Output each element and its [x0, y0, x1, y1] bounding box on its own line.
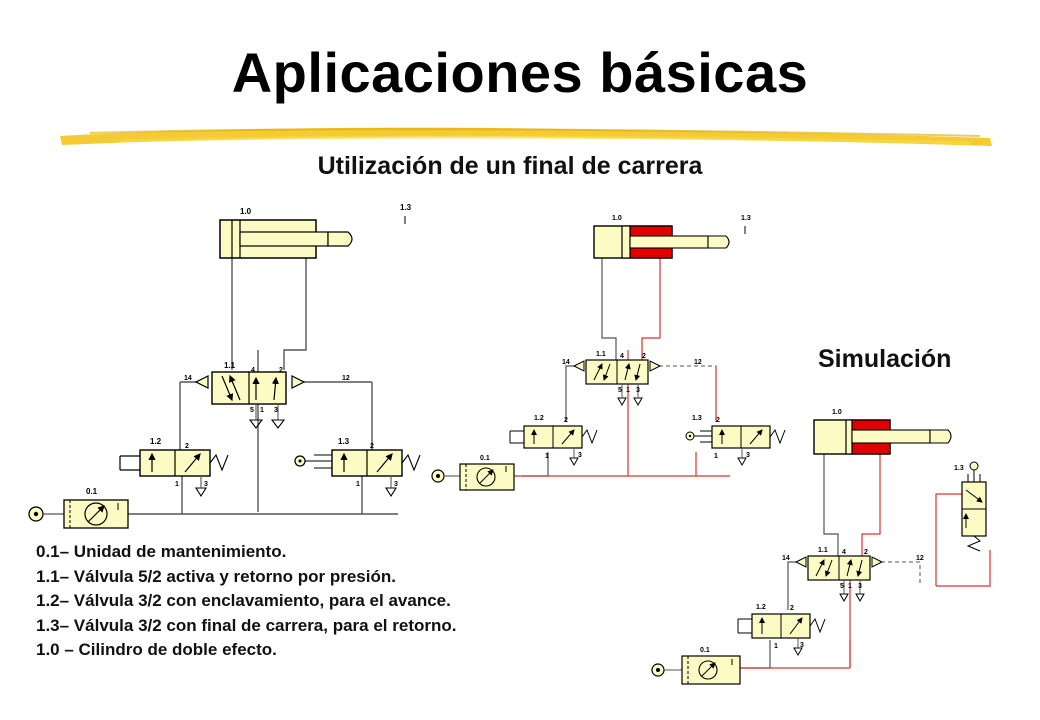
cylinder	[593, 225, 730, 259]
port-2: 2	[716, 417, 720, 424]
valve-3-2-limit	[961, 461, 987, 552]
circuit-diagram-1: 1.0 1.3 1.1 4 2 14 12 5 1 3	[28, 203, 421, 529]
label-valve-5-2: 1.1	[818, 547, 828, 554]
label-cylinder: 1.0	[832, 409, 842, 416]
label-maintenance-unit: 0.1	[700, 647, 710, 654]
port-2: 2	[185, 443, 189, 450]
legend-item: 1.3– Válvula 3/2 con final de carrera, p…	[36, 615, 457, 635]
port-12: 12	[694, 359, 702, 366]
circuit-diagram-2: 1.0 1.3 1.1 4 2 14 12 5 1 3	[431, 215, 786, 491]
cylinder	[813, 419, 952, 455]
port-1: 1	[714, 453, 718, 460]
port-5: 5	[618, 387, 622, 394]
label-limit-switch-ref: 1.3	[400, 203, 412, 212]
label-valve-3-2-start: 1.2	[534, 415, 544, 422]
port-1: 1	[356, 481, 360, 488]
label-cylinder: 1.0	[612, 215, 622, 222]
simulation-label: Simulación	[818, 345, 952, 373]
port-3: 3	[394, 481, 398, 488]
page-title: Aplicaciones básicas	[231, 41, 809, 104]
label-valve-3-2-limit: 1.3	[692, 415, 702, 422]
port-3: 3	[274, 407, 278, 414]
valve-5-2	[572, 359, 662, 407]
label-valve-5-2: 1.1	[224, 361, 236, 370]
port-5: 5	[250, 407, 254, 414]
component-legend: 0.1– Unidad de mantenimiento. 1.1– Válvu…	[36, 540, 456, 663]
legend-item: 1.0 – Cilindro de doble efecto.	[36, 640, 277, 659]
port-4: 4	[842, 549, 846, 556]
label-valve-3-2-limit: 1.3	[954, 465, 964, 472]
port-1: 1	[626, 387, 630, 394]
port-2: 2	[564, 417, 568, 424]
valve-3-2-start	[119, 449, 229, 498]
port-14: 14	[562, 359, 570, 366]
maintenance-unit	[431, 463, 515, 491]
port-5: 5	[840, 583, 844, 590]
valve-3-2-start	[509, 425, 598, 467]
port-1: 1	[260, 407, 264, 414]
valve-5-2	[794, 555, 884, 603]
label-maintenance-unit: 0.1	[86, 487, 98, 496]
port-3: 3	[204, 481, 208, 488]
port-1: 1	[774, 643, 778, 650]
label-valve-5-2: 1.1	[596, 351, 606, 358]
label-valve-3-2-limit: 1.3	[338, 437, 350, 446]
legend-item: 0.1– Unidad de mantenimiento.	[36, 542, 287, 561]
port-4: 4	[620, 353, 624, 360]
port-3: 3	[746, 452, 750, 459]
port-2: 2	[790, 605, 794, 612]
label-limit-switch-ref: 1.3	[741, 215, 751, 222]
port-1: 1	[848, 583, 852, 590]
cylinder	[219, 219, 353, 259]
valve-3-2-limit	[294, 449, 421, 498]
port-1: 1	[175, 481, 179, 488]
port-12: 12	[916, 555, 924, 562]
circuit-diagram-3-simulation: 1.0 1.3 1.1 4 2 1	[651, 409, 991, 685]
port-3: 3	[636, 387, 640, 394]
port-2: 2	[279, 367, 283, 374]
maintenance-unit	[651, 655, 741, 685]
valve-5-2	[194, 371, 306, 429]
port-3: 3	[858, 583, 862, 590]
valve-3-2-limit	[685, 425, 786, 467]
label-valve-3-2-start: 1.2	[756, 604, 766, 611]
label-cylinder: 1.0	[240, 207, 252, 216]
diagram-subtitle: Utilización de un final de carrera	[317, 152, 703, 180]
port-14: 14	[782, 555, 790, 562]
port-3: 3	[578, 452, 582, 459]
port-3: 3	[800, 642, 804, 649]
port-12: 12	[342, 375, 350, 382]
port-2: 2	[642, 353, 646, 360]
port-14: 14	[184, 375, 192, 382]
port-2: 2	[370, 443, 374, 450]
port-2: 2	[864, 549, 868, 556]
legend-item: 1.2– Válvula 3/2 con enclavamiento, para…	[36, 591, 451, 610]
label-valve-3-2-start: 1.2	[150, 437, 162, 446]
port-1: 1	[545, 453, 549, 460]
legend-item: 1.1– Válvula 5/2 activa y retorno por pr…	[36, 566, 396, 586]
label-maintenance-unit: 0.1	[480, 455, 490, 462]
maintenance-unit	[28, 499, 129, 529]
port-4: 4	[251, 367, 255, 374]
valve-3-2-start	[737, 613, 826, 657]
